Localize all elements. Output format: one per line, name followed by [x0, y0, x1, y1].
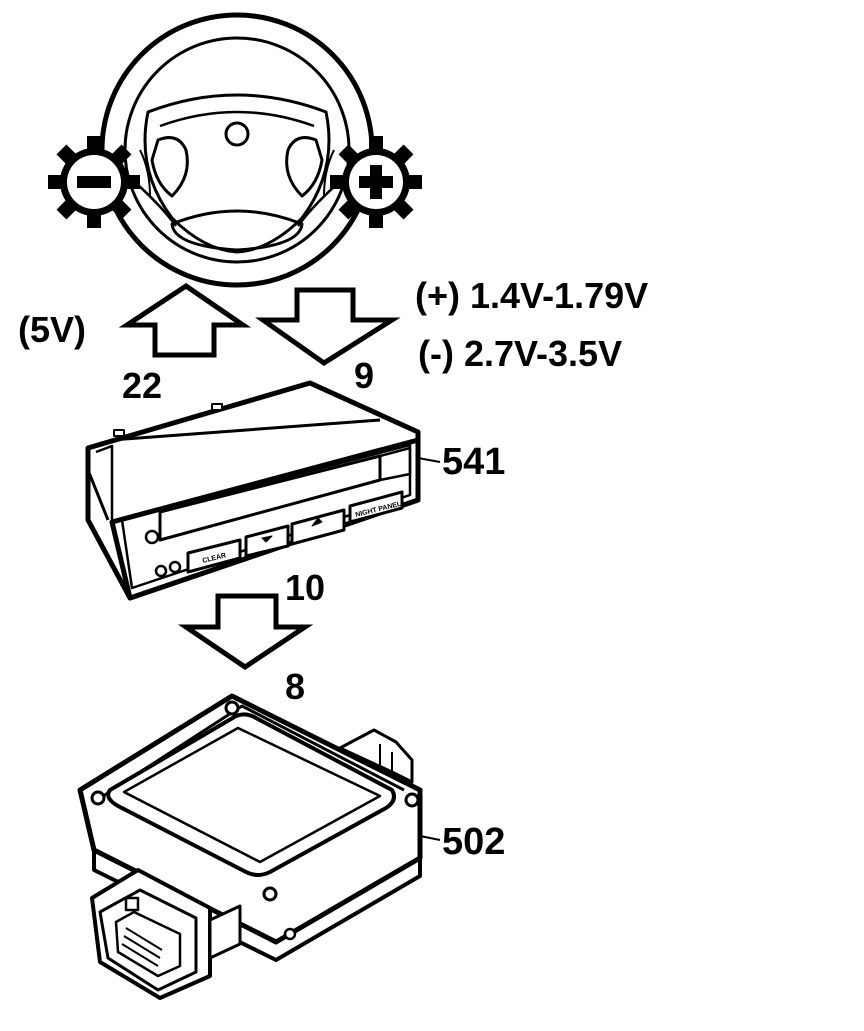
pin-10-label: 10 — [285, 567, 326, 608]
arrow-down-icon — [177, 593, 314, 671]
night-panel-button-shape — [348, 490, 404, 524]
part-502-label: 502 — [442, 821, 506, 863]
part-541-label: 541 — [442, 441, 506, 483]
control-module-502 — [77, 693, 423, 1000]
pin-8-label: 8 — [285, 666, 306, 707]
minus-button — [48, 136, 140, 228]
plus-icon — [359, 165, 393, 199]
arrow-up-icon — [311, 517, 323, 527]
callout-line-541 — [417, 457, 441, 463]
minus-icon — [77, 176, 111, 188]
display-unit-541 — [85, 380, 421, 601]
arrow-up-icon — [118, 282, 252, 358]
pin-22-voltage-label: (5V) — [18, 309, 87, 350]
plus-button — [330, 136, 422, 228]
plus-voltage-label: (+) 1.4V-1.79V — [415, 275, 649, 316]
pin-9-label: 9 — [354, 355, 375, 396]
minus-voltage-label: (-) 2.7V-3.5V — [418, 333, 623, 374]
pin-22-label: 22 — [122, 365, 163, 406]
clear-button-shape — [186, 538, 242, 574]
arrow-down-icon — [261, 535, 273, 543]
callout-line-502 — [419, 835, 441, 841]
steering-wheel — [99, 12, 375, 288]
arrow-down-icon — [255, 287, 401, 367]
up-button-shape — [290, 508, 346, 546]
